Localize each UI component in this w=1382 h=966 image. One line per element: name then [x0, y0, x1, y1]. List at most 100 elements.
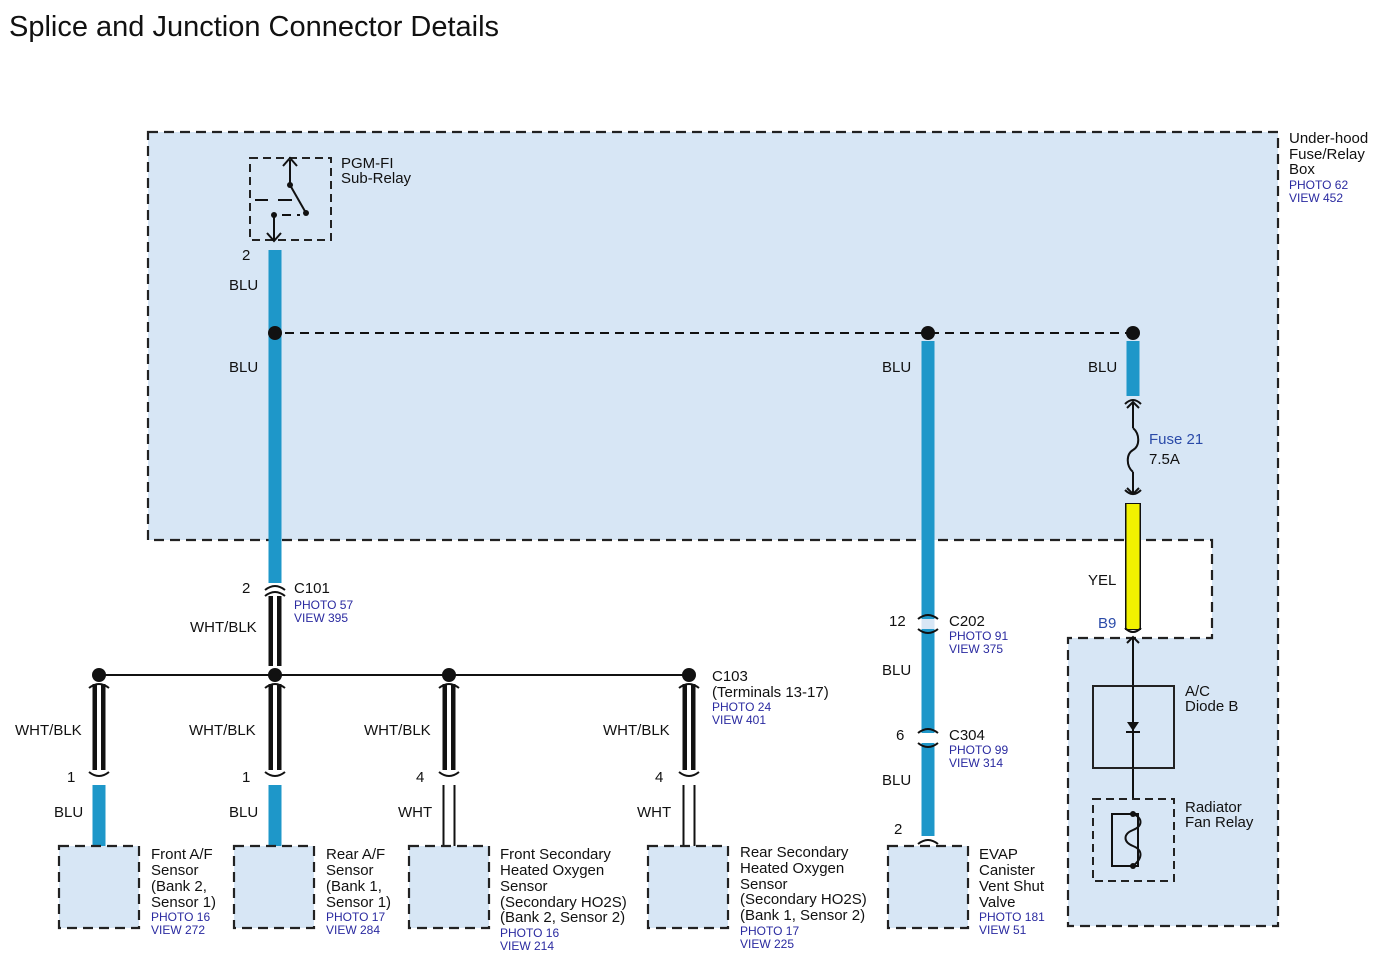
svg-text:A/C: A/C — [1185, 683, 1210, 700]
page-title: Splice and Junction Connector Details — [9, 11, 499, 43]
rear-ho2s-box — [646, 844, 730, 930]
wire-label-branch-1: WHT/BLK — [15, 722, 82, 739]
svg-text:(Bank 2,: (Bank 2, — [151, 878, 207, 895]
rear-af-sensor-box — [232, 844, 316, 930]
pgm-fi-sub-relay — [249, 156, 332, 243]
svg-text:(Bank 2, Sensor 2): (Bank 2, Sensor 2) — [500, 909, 625, 926]
rear-ho2s-photo-link[interactable]: PHOTO 17 — [740, 924, 799, 938]
svg-text:Radiator: Radiator — [1185, 799, 1242, 816]
svg-text:EVAP: EVAP — [979, 846, 1018, 863]
c202-terminal: 12 — [889, 613, 906, 630]
c103-name: C103 — [712, 668, 748, 685]
svg-text:PGM-FI: PGM-FI — [341, 155, 394, 172]
wire-label-blu-2: BLU — [229, 359, 258, 376]
c103-note: (Terminals 13-17) — [712, 684, 829, 701]
wire-label-blu-evap-1: BLU — [882, 359, 911, 376]
svg-text:(Bank 1, Sensor 2): (Bank 1, Sensor 2) — [740, 907, 865, 924]
c101-name: C101 — [294, 580, 330, 597]
wire-label-blu-rear-af: BLU — [229, 804, 258, 821]
svg-text:Rear A/F: Rear A/F — [326, 846, 385, 863]
front-af-photo-link[interactable]: PHOTO 16 — [151, 910, 210, 924]
wire-label-blu-evap-2: BLU — [882, 662, 911, 679]
svg-text:Front A/F: Front A/F — [151, 846, 213, 863]
svg-text:Vent Shut: Vent Shut — [979, 878, 1045, 895]
svg-text:Sensor: Sensor — [326, 862, 374, 879]
terminal-evap: 2 — [894, 821, 902, 838]
c101-view-link[interactable]: VIEW 395 — [294, 611, 348, 625]
svg-text:Fuse/Relay: Fuse/Relay — [1289, 146, 1365, 163]
branch-wires — [88, 683, 700, 846]
rear-ho2s-label: Rear Secondary Heated Oxygen Sensor (Sec… — [740, 844, 867, 951]
wire-label-blu-fuse: BLU — [1088, 359, 1117, 376]
front-ho2s-photo-link[interactable]: PHOTO 16 — [500, 926, 559, 940]
underhood-fuse-relay-box — [146, 130, 1280, 928]
connector-c101 — [264, 585, 286, 597]
c304-name: C304 — [949, 727, 985, 744]
wire-label-blu-front-af: BLU — [54, 804, 83, 821]
c101-terminal: 2 — [242, 580, 250, 597]
svg-text:Front Secondary: Front Secondary — [500, 846, 611, 863]
terminal-rear-af: 1 — [242, 769, 250, 786]
c101-photo-link[interactable]: PHOTO 57 — [294, 598, 353, 612]
splice-point-mid — [921, 326, 935, 340]
wire-label-yel: YEL — [1088, 572, 1116, 589]
front-af-sensor-box — [57, 844, 141, 930]
underhood-box-label: Under-hood Fuse/Relay Box PHOTO 62 VIEW … — [1289, 130, 1368, 205]
sub-relay-terminal: 2 — [242, 247, 250, 264]
fuse-rating: 7.5A — [1149, 451, 1180, 468]
wire-label-wht-front: WHT — [398, 804, 432, 821]
terminal-front-ho2s: 4 — [416, 769, 424, 786]
svg-text:Sensor: Sensor — [500, 878, 548, 895]
svg-text:Rear Secondary: Rear Secondary — [740, 844, 849, 861]
svg-text:(Secondary HO2S): (Secondary HO2S) — [500, 894, 627, 911]
c103-view-link[interactable]: VIEW 401 — [712, 713, 766, 727]
svg-text:Fan Relay: Fan Relay — [1185, 814, 1254, 831]
svg-text:Heated Oxygen: Heated Oxygen — [500, 862, 604, 879]
svg-text:Heated Oxygen: Heated Oxygen — [740, 860, 844, 877]
relay-coil-icon — [1111, 811, 1142, 869]
c202-view-link[interactable]: VIEW 375 — [949, 642, 1003, 656]
underhood-box-view-link[interactable]: VIEW 452 — [1289, 191, 1343, 205]
svg-text:Valve: Valve — [979, 894, 1015, 911]
rear-ho2s-view-link[interactable]: VIEW 225 — [740, 937, 794, 951]
svg-text:Sensor: Sensor — [151, 862, 199, 879]
c304-view-link[interactable]: VIEW 314 — [949, 756, 1003, 770]
evap-view-link[interactable]: VIEW 51 — [979, 923, 1027, 937]
fan-relay-label: Radiator Fan Relay — [1185, 799, 1254, 831]
c202-name: C202 — [949, 613, 985, 630]
rear-af-view-link[interactable]: VIEW 284 — [326, 923, 380, 937]
svg-text:Sensor: Sensor — [740, 876, 788, 893]
front-af-view-link[interactable]: VIEW 272 — [151, 923, 205, 937]
fuse-name-link[interactable]: Fuse 21 — [1149, 431, 1203, 448]
rear-af-photo-link[interactable]: PHOTO 17 — [326, 910, 385, 924]
front-ho2s-label: Front Secondary Heated Oxygen Sensor (Se… — [500, 846, 627, 953]
rear-af-sensor-label: Rear A/F Sensor (Bank 1, Sensor 1) PHOTO… — [326, 846, 391, 937]
c202-photo-link[interactable]: PHOTO 91 — [949, 629, 1008, 643]
wire-label-blu-evap-3: BLU — [882, 772, 911, 789]
splice-point-right — [1126, 326, 1140, 340]
sub-relay-label: PGM-FI Sub-Relay — [341, 155, 412, 187]
ac-diode-label: A/C Diode B — [1185, 683, 1238, 715]
front-ho2s-box — [407, 844, 491, 930]
svg-text:Canister: Canister — [979, 862, 1035, 879]
b9-terminal: B9 — [1098, 615, 1116, 632]
wire-label-blu-1: BLU — [229, 277, 258, 294]
c304-photo-link[interactable]: PHOTO 99 — [949, 743, 1008, 757]
front-ho2s-view-link[interactable]: VIEW 214 — [500, 939, 554, 953]
terminal-rear-ho2s: 4 — [655, 769, 663, 786]
front-af-sensor-label: Front A/F Sensor (Bank 2, Sensor 1) PHOT… — [151, 846, 216, 937]
underhood-box-photo-link[interactable]: PHOTO 62 — [1289, 178, 1348, 192]
svg-text:Sensor 1): Sensor 1) — [151, 894, 216, 911]
fuse-21 — [1124, 399, 1142, 496]
c103-photo-link[interactable]: PHOTO 24 — [712, 700, 771, 714]
svg-text:(Secondary HO2S): (Secondary HO2S) — [740, 891, 867, 908]
wire-label-branch-3: WHT/BLK — [364, 722, 431, 739]
svg-text:Under-hood: Under-hood — [1289, 130, 1368, 147]
svg-text:Box: Box — [1289, 161, 1315, 178]
evap-photo-link[interactable]: PHOTO 181 — [979, 910, 1045, 924]
splice-point-left — [268, 326, 282, 340]
evap-valve-box — [886, 844, 970, 930]
connector-c304 — [917, 728, 939, 748]
connector-c202 — [917, 614, 939, 634]
